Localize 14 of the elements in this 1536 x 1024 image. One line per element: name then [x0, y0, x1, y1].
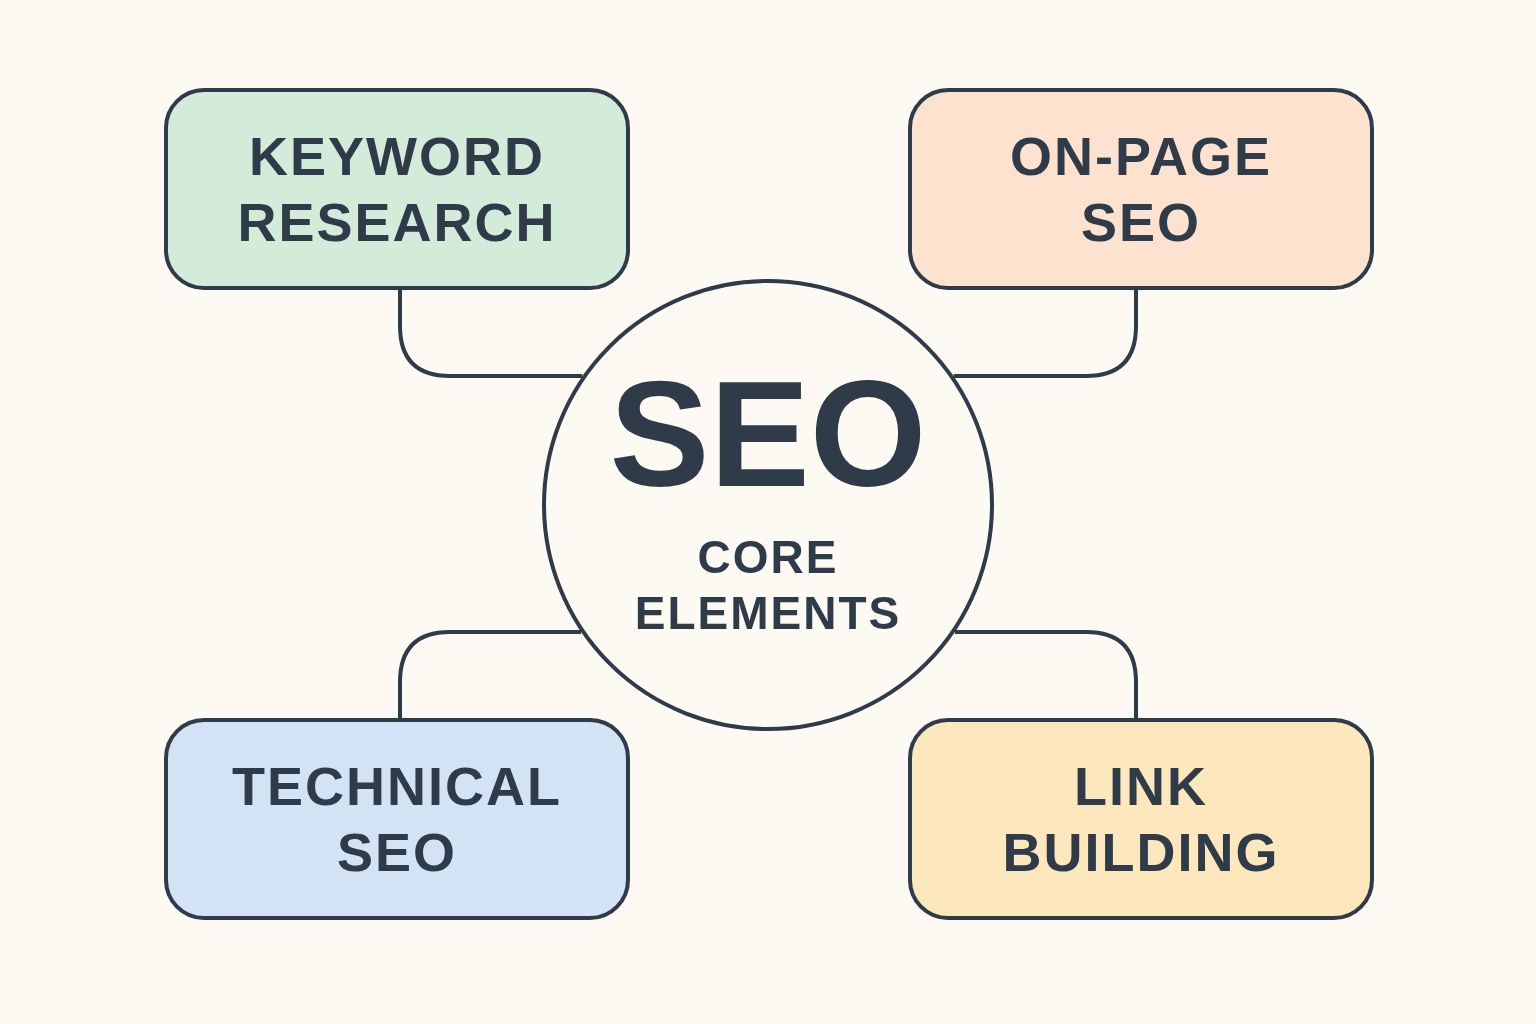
topic-label: KEYWORD RESEARCH — [236, 125, 558, 254]
topic-label: LINK BUILDING — [1001, 755, 1281, 884]
connector-line — [953, 290, 1138, 378]
topic-label: TECHNICAL SEO — [231, 755, 563, 884]
connector-line — [398, 290, 583, 378]
connector-line — [954, 630, 1138, 718]
topic-box — [164, 718, 630, 920]
topic-box — [908, 718, 1374, 920]
topic-box — [164, 88, 630, 290]
subtitle: CORE ELEMENTS — [633, 530, 903, 641]
topic-box — [908, 88, 1374, 290]
main-title: SEO — [609, 359, 927, 509]
topic-label: ON-PAGE SEO — [1009, 125, 1273, 254]
connector-line — [398, 630, 582, 718]
